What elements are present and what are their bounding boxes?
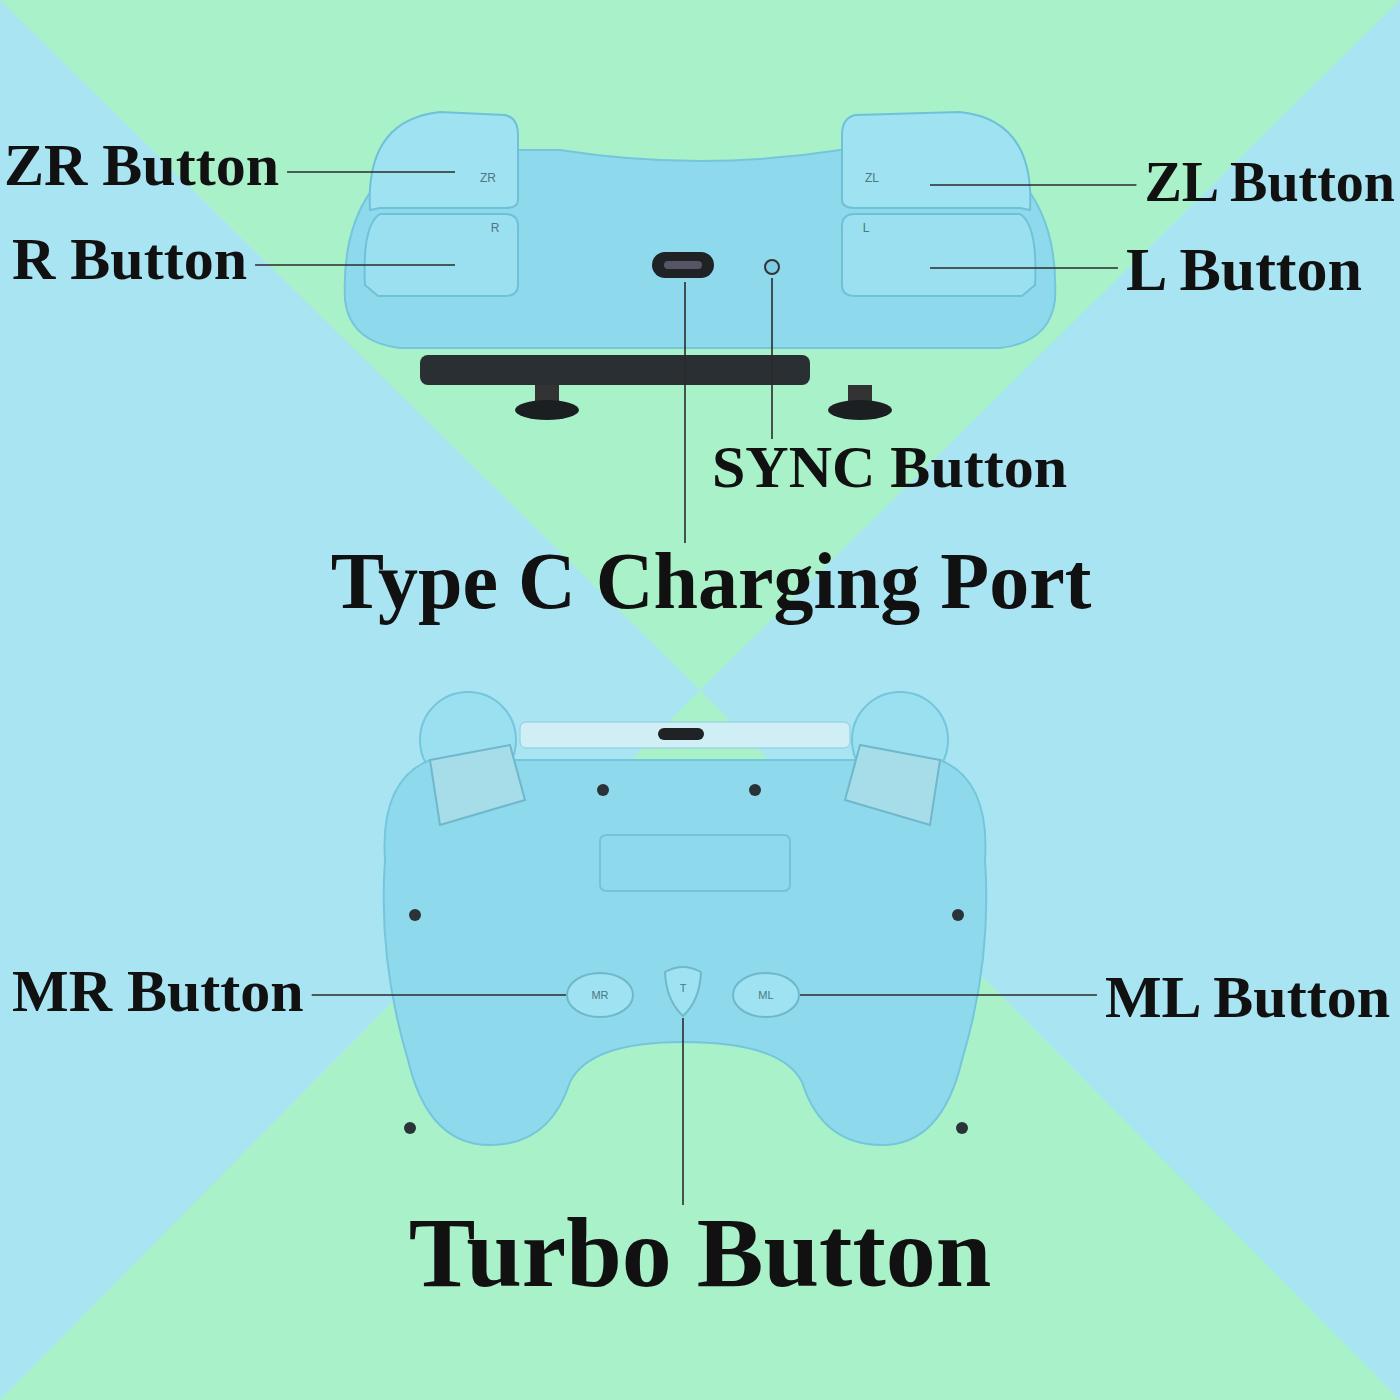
- screw-hole: [404, 1122, 416, 1134]
- leader-line: [312, 994, 566, 996]
- button-marking: ZR: [480, 172, 496, 184]
- trigger: [430, 745, 525, 825]
- screw-hole: [952, 909, 964, 921]
- screw-hole: [409, 909, 421, 921]
- mr-paddle: [567, 973, 633, 1017]
- thumbstick: [515, 400, 579, 420]
- part-label: L Button: [1126, 238, 1362, 300]
- screw-hole: [749, 784, 761, 796]
- part-label: ZL Button: [1144, 154, 1395, 210]
- controller-body: [384, 760, 987, 1145]
- part-label: Type C Charging Port: [331, 541, 1092, 621]
- button-marking: L: [863, 222, 870, 234]
- leader-line: [800, 994, 1097, 996]
- usb-c-port: [664, 261, 702, 269]
- ml-paddle: [733, 973, 799, 1017]
- button-marking: ML: [758, 990, 773, 1001]
- part-label: R Button: [12, 229, 247, 289]
- button-marking: MR: [591, 990, 608, 1001]
- leader-line: [930, 184, 1136, 186]
- r-bumper: [365, 214, 518, 296]
- leader-line: [930, 267, 1118, 269]
- screw-hole: [956, 1122, 968, 1134]
- usb-c-port: [658, 728, 704, 740]
- button-marking: T: [680, 983, 687, 994]
- controller-top-view: [345, 112, 1056, 420]
- trigger: [845, 745, 940, 825]
- background-triangle: [0, 690, 1400, 1400]
- button-marking: R: [491, 222, 500, 234]
- zr-trigger: [370, 112, 518, 210]
- turbo-key: [665, 967, 701, 1016]
- part-label: SYNC Button: [712, 437, 1067, 497]
- leader-line: [255, 264, 455, 266]
- controller-back-view: [384, 692, 987, 1145]
- sync-button: [765, 260, 779, 274]
- screw-hole: [597, 784, 609, 796]
- usb-c-port: [652, 252, 714, 278]
- leader-line: [771, 278, 773, 439]
- part-label: ZR Button: [4, 135, 279, 195]
- zl-trigger: [842, 112, 1030, 210]
- l-bumper: [842, 214, 1035, 296]
- leader-line: [684, 282, 686, 543]
- background-triangle: [0, 0, 1400, 690]
- leader-line: [682, 1018, 684, 1205]
- top-edge: [520, 722, 850, 748]
- part-label: Turbo Button: [409, 1203, 992, 1303]
- part-label: MR Button: [12, 961, 304, 1021]
- face-buttons: [420, 355, 810, 385]
- part-label: ML Button: [1105, 967, 1390, 1027]
- leader-line: [287, 171, 455, 173]
- thumbstick: [828, 400, 892, 420]
- battery-cover: [600, 835, 790, 891]
- button-marking: ZL: [865, 172, 879, 184]
